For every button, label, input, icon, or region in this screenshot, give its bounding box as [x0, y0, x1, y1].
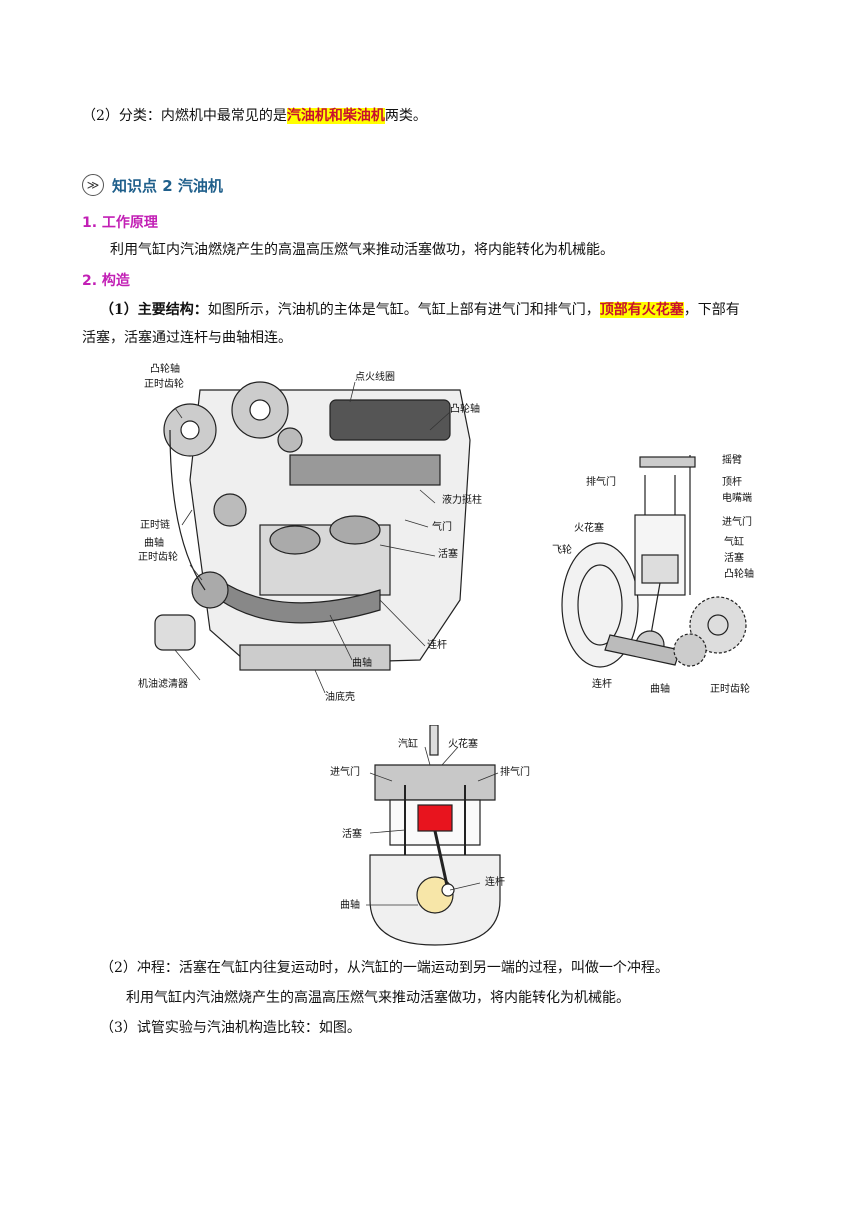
- stroke-paragraph: （2）冲程：活塞在气缸内往复运动时，从汽缸的一端运动到另一端的过程，叫做一个冲程…: [100, 960, 669, 976]
- engine-label: 正时链: [140, 518, 170, 531]
- cylinder-cross-section: 汽缸 火花塞 进气门 排气门 活塞 连杆 曲轴: [330, 725, 550, 950]
- section-title: ≫ 知识点 2 汽油机: [82, 172, 223, 198]
- side-label: 曲轴: [650, 682, 670, 695]
- compare-paragraph: （3）试管实验与汽油机构造比较：如图。: [100, 1020, 361, 1036]
- principle-paragraph: 利用气缸内汽油燃烧产生的高温高压燃气来推动活塞做功，将内能转化为机械能。: [110, 242, 614, 258]
- side-label: 电嘴端: [722, 491, 752, 504]
- side-label: 火花塞: [574, 521, 604, 534]
- engine-label: 机油滤清器: [138, 677, 188, 690]
- engine-label: 油底壳: [325, 690, 355, 703]
- cross-label: 汽缸: [398, 737, 418, 750]
- cross-label: 曲轴: [340, 898, 360, 911]
- structure-heading: 2. 构造: [82, 273, 130, 289]
- engine-label: 凸轮轴: [450, 402, 480, 415]
- side-label: 顶杆: [722, 476, 742, 488]
- cross-label: 进气门: [330, 765, 360, 778]
- side-label: 排气门: [586, 475, 616, 488]
- classification-paragraph: （2）分类：内燃机中最常见的是汽油机和柴油机两类。: [82, 106, 427, 126]
- double-chevron-right-icon: ≫: [82, 174, 104, 196]
- structure-paragraph-line2: 活塞，活塞通过连杆与曲轴相连。: [82, 330, 292, 346]
- engine-label: 凸轮轴: [150, 362, 180, 375]
- structure-highlight: 顶部有火花塞: [599, 302, 684, 318]
- cross-label: 排气门: [500, 765, 530, 778]
- engine-label: 曲轴: [352, 656, 372, 669]
- side-label: 活塞: [724, 551, 744, 564]
- side-label: 飞轮: [552, 543, 572, 556]
- classification-suffix: 两类。: [384, 108, 427, 124]
- structure-lead: （1）主要结构：: [100, 302, 208, 318]
- side-label: 凸轮轴: [724, 567, 754, 580]
- engine-label: 点火线圈: [355, 370, 395, 383]
- section-title-text: 知识点 2 汽油机: [112, 176, 223, 195]
- engine-label: 正时齿轮: [144, 377, 184, 390]
- side-label: 摇臂: [722, 453, 742, 466]
- side-label: 进气门: [722, 515, 752, 528]
- engine-label: 正时齿轮: [138, 550, 178, 563]
- structure-text1: 如图所示，汽油机的主体是气缸。气缸上部有进气门和排气门，: [207, 302, 600, 318]
- structure-paragraph-line1: （1）主要结构：如图所示，汽油机的主体是气缸。气缸上部有进气门和排气门，顶部有火…: [100, 300, 740, 320]
- engine-illustration: 凸轮轴 正时齿轮 点火线圈 凸轮轴 正时链 液力挺柱 气门 曲轴 正时齿轮 活塞…: [130, 360, 530, 705]
- engine-side-schematic: 摇臂 排气门 顶杆 电嘴端 进气门 火花塞 飞轮 气缸 活塞 凸轮轴 连杆 曲轴…: [550, 445, 770, 700]
- engine-label: 液力挺柱: [442, 493, 482, 506]
- cross-label: 活塞: [342, 827, 362, 840]
- stroke-paragraph-2: 利用气缸内汽油燃烧产生的高温高压燃气来推动活塞做功，将内能转化为机械能。: [126, 990, 630, 1006]
- side-label: 正时齿轮: [710, 682, 750, 695]
- side-label: 连杆: [592, 677, 612, 690]
- engine-label: 连杆: [427, 638, 447, 651]
- principle-heading: 1. 工作原理: [82, 215, 158, 231]
- cross-label: 火花塞: [448, 737, 478, 750]
- engine-label: 活塞: [438, 547, 458, 560]
- classification-prefix: （2）分类：内燃机中最常见的是: [82, 108, 287, 124]
- engine-drawing: [154, 381, 471, 671]
- structure-text2: ，下部有: [683, 302, 740, 318]
- side-label: 气缸: [724, 535, 744, 548]
- engine-label: 曲轴: [144, 536, 164, 549]
- engine-label: 气门: [432, 520, 452, 533]
- cross-label: 连杆: [485, 875, 505, 888]
- classification-highlight: 汽油机和柴油机: [286, 108, 385, 124]
